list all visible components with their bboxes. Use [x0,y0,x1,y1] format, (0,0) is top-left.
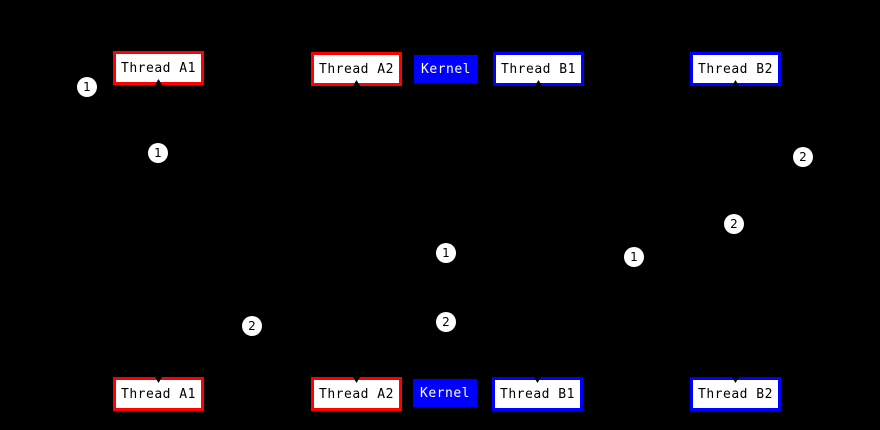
thread-b2-box-bottom: Thread B2 [690,377,781,411]
thread-b1-label-bottom: Thread B1 [500,386,575,402]
thread-b1-box-top: Thread B1 [493,52,584,86]
arrowhead-notch [155,79,162,85]
arrowhead-notch [535,80,542,86]
thread-b1-label-top: Thread B1 [501,61,576,77]
thread-a1-box-top: Thread A1 [113,51,204,85]
arrowhead-notch [353,377,360,383]
thread-a1-box-bottom: Thread A1 [113,377,204,411]
thread-b2-label-bottom: Thread B2 [698,386,773,402]
step-marker: 1 [436,243,456,263]
kernel-box-bottom: Kernel [413,379,477,407]
kernel-box-top: Kernel [414,55,478,83]
thread-a2-box-bottom: Thread A2 [311,377,402,411]
thread-a2-box-top: Thread A2 [311,52,402,86]
step-marker: 2 [242,316,262,336]
step-marker: 2 [436,312,456,332]
thread-b2-box-top: Thread B2 [690,52,781,86]
step-marker: 1 [148,143,168,163]
kernel-label-bottom: Kernel [420,385,470,401]
arrowhead-notch [353,80,360,86]
thread-a2-label-bottom: Thread A2 [319,386,394,402]
step-marker: 2 [793,147,813,167]
arrowhead-notch [732,377,739,383]
thread-a1-label-bottom: Thread A1 [121,386,196,402]
thread-b2-label-top: Thread B2 [698,61,773,77]
kernel-label-top: Kernel [421,61,471,77]
arrowhead-notch [534,377,541,383]
thread-a1-label-top: Thread A1 [121,60,196,76]
step-marker: 1 [77,77,97,97]
step-marker: 2 [724,214,744,234]
thread-b1-box-bottom: Thread B1 [492,377,583,411]
step-marker: 1 [624,247,644,267]
arrowhead-notch [155,377,162,383]
arrowhead-notch [732,80,739,86]
thread-a2-label-top: Thread A2 [319,61,394,77]
